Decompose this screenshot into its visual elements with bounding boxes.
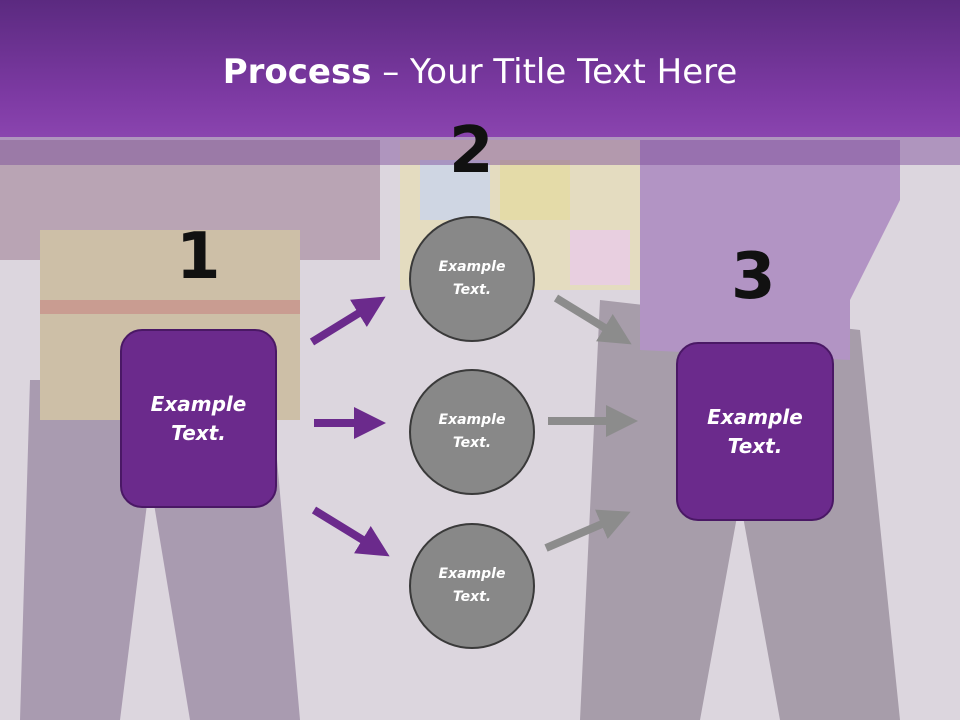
circle-1-line2: Text. bbox=[452, 282, 492, 298]
circle-3-line2: Text. bbox=[452, 589, 492, 605]
circle-1-line1: Example bbox=[438, 259, 506, 275]
arrow-left-to-circle-3 bbox=[311, 506, 390, 557]
circle-3-line1: Example bbox=[438, 566, 506, 582]
right-box-line1: Example bbox=[707, 404, 803, 429]
right-box-line2: Text. bbox=[727, 433, 783, 458]
left-box-line2: Text. bbox=[171, 420, 226, 445]
title-bold: Process bbox=[222, 52, 372, 92]
title-band bbox=[0, 137, 960, 165]
slide-title: Process – Your Title Text Here bbox=[0, 52, 960, 92]
circle-2-line2: Text. bbox=[452, 435, 492, 451]
left-box-line1: Example bbox=[150, 391, 247, 416]
step-number-1: 1 bbox=[176, 220, 221, 294]
step-number-2: 2 bbox=[449, 114, 494, 188]
arrow-left-to-circle-1 bbox=[309, 296, 386, 346]
title-rest: – Your Title Text Here bbox=[371, 52, 738, 92]
title-bar bbox=[0, 0, 960, 137]
arrow-circle-3-to-right bbox=[544, 509, 631, 552]
arrow-circle-1-to-right bbox=[553, 294, 632, 345]
step-number-3: 3 bbox=[731, 240, 776, 314]
circle-2-line1: Example bbox=[438, 412, 506, 428]
